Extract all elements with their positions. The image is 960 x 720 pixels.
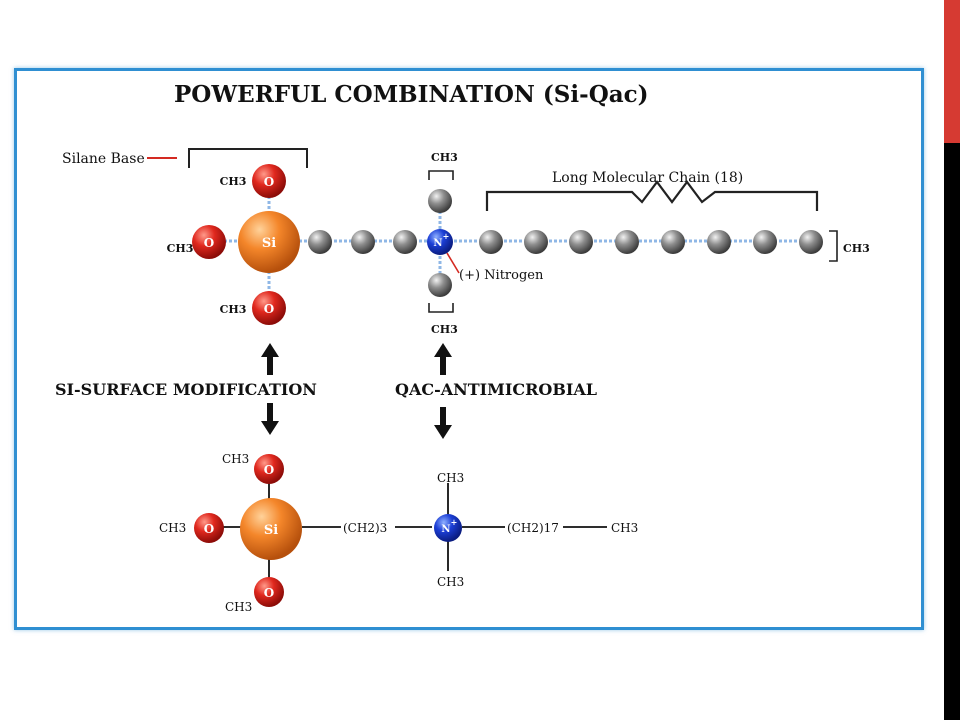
n-ch3-bottom: CH3 xyxy=(431,323,458,336)
n-top-bracket xyxy=(428,170,454,180)
svg-text:O: O xyxy=(264,175,274,189)
diagram-frame: POWERFUL COMBINATION (Si-Qac) Silane Bas… xyxy=(14,68,924,630)
arrows xyxy=(261,343,452,439)
bottom-n-ch3-top: CH3 xyxy=(437,471,464,485)
nitrogen-label: (+) Nitrogen xyxy=(459,268,544,283)
bottom-ch3-lower: CH3 xyxy=(225,600,252,614)
chain-bracket xyxy=(485,180,819,211)
n-methyl-carbon-top xyxy=(428,189,452,213)
chain-end-ch3: CH3 xyxy=(843,242,870,255)
nitrogen-pointer xyxy=(446,252,460,274)
silane-bracket xyxy=(188,148,308,168)
top-nitrogen-atom: N + xyxy=(427,229,453,255)
top-oxygen-bottom: O xyxy=(252,291,286,325)
long-chain-carbons xyxy=(479,230,823,254)
bottom-oxygen-top: O xyxy=(254,454,284,484)
diagram-title: POWERFUL COMBINATION (Si-Qac) xyxy=(174,81,649,108)
bottom-chain-end-ch3: CH3 xyxy=(611,521,638,535)
bottom-ch3-left: CH3 xyxy=(159,521,186,535)
qac-antimicrobial-caption: QAC-ANTIMICROBIAL xyxy=(395,380,597,399)
spacer-carbon xyxy=(393,230,417,254)
svg-text:+: + xyxy=(451,517,458,527)
chain-end-bracket xyxy=(829,230,838,262)
slide-edge-bar xyxy=(944,0,960,720)
svg-text:N: N xyxy=(433,238,442,249)
svg-text:O: O xyxy=(264,302,274,316)
chain-label: Long Molecular Chain (18) xyxy=(552,170,743,186)
bottom-oxygen-left: O xyxy=(194,513,224,543)
bottom-ch2-3: (CH2)3 xyxy=(343,521,387,535)
silane-base-label: Silane Base xyxy=(62,151,145,167)
svg-text:O: O xyxy=(204,522,214,536)
spacer-carbon xyxy=(308,230,332,254)
bottom-nitrogen-atom: N + xyxy=(434,514,462,542)
bottom-ch3-upper: CH3 xyxy=(222,452,249,466)
n-methyl-carbon-bottom xyxy=(428,273,452,297)
si-surface-caption: SI-SURFACE MODIFICATION xyxy=(55,380,317,399)
top-ch3-left: CH3 xyxy=(167,242,194,255)
bottom-ch2-17: (CH2)17 xyxy=(507,521,559,535)
svg-text:O: O xyxy=(264,586,274,600)
slide-accent-bar xyxy=(944,0,960,143)
svg-text:O: O xyxy=(204,236,214,250)
spacer-carbon xyxy=(351,230,375,254)
bottom-silicon-atom: Si xyxy=(240,498,302,560)
svg-text:Si: Si xyxy=(262,236,276,251)
n-ch3-top: CH3 xyxy=(431,151,458,164)
si-qac-diagram: POWERFUL COMBINATION (Si-Qac) Silane Bas… xyxy=(55,81,870,614)
top-oxygen-left: O xyxy=(192,225,226,259)
top-ch3-upper: CH3 xyxy=(220,175,247,188)
bottom-oxygen-bottom: O xyxy=(254,577,284,607)
n-bottom-bracket xyxy=(428,303,454,313)
top-silicon-atom: Si xyxy=(238,211,300,273)
svg-text:+: + xyxy=(443,231,450,241)
top-ch3-lower: CH3 xyxy=(220,303,247,316)
svg-text:O: O xyxy=(264,463,274,477)
svg-text:N: N xyxy=(441,524,450,535)
top-oxygen-top: O xyxy=(252,164,286,198)
bottom-n-ch3-bottom: CH3 xyxy=(437,575,464,589)
svg-text:Si: Si xyxy=(264,523,278,538)
